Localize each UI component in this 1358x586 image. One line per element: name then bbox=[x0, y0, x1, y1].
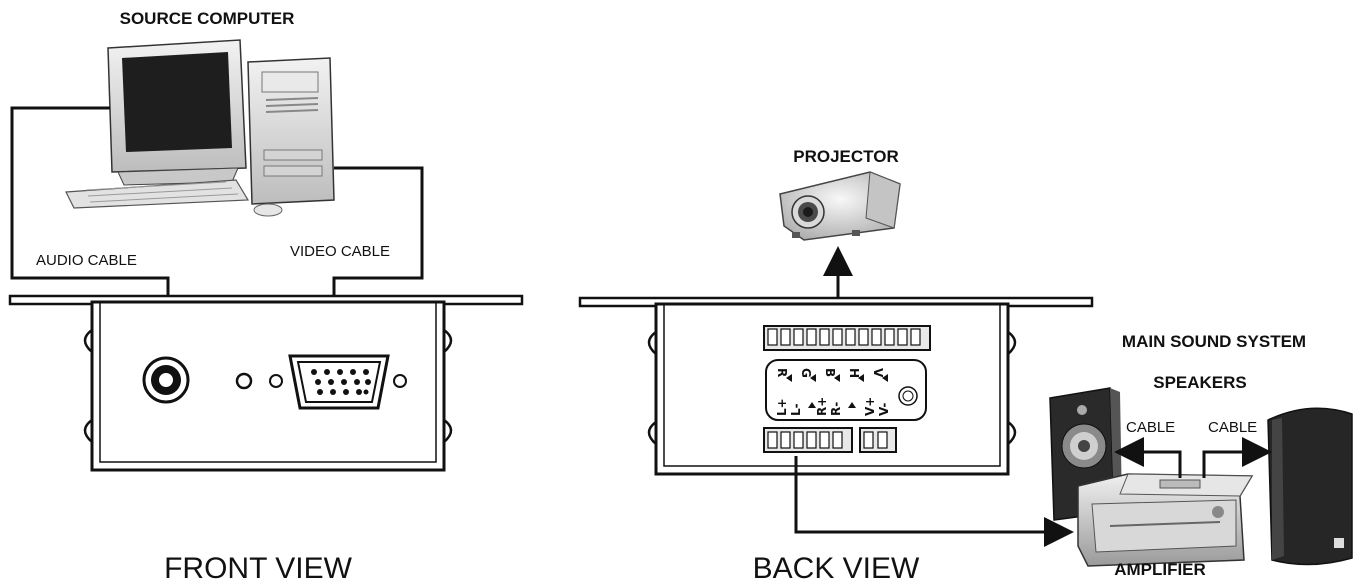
pin-b: B bbox=[823, 368, 837, 377]
right-speaker-cable-line bbox=[1202, 437, 1272, 478]
video-cable-label: VIDEO CABLE bbox=[290, 243, 390, 260]
audio-terminal-block bbox=[763, 427, 853, 453]
left-speaker-cable-line bbox=[1114, 437, 1182, 478]
pin-label-plate bbox=[765, 359, 927, 421]
audio-cable-label: AUDIO CABLE bbox=[36, 252, 137, 269]
left-cable-label: CABLE bbox=[1126, 419, 1175, 436]
power-terminal-block bbox=[859, 427, 897, 453]
indicator-hole bbox=[235, 372, 253, 390]
pin-r-plus: R+ bbox=[815, 397, 829, 416]
video-pin-labels: R G B H V bbox=[775, 368, 888, 382]
pin-v: V bbox=[871, 368, 885, 378]
amplifier-label: AMPLIFIER bbox=[1114, 560, 1206, 579]
projector-label: PROJECTOR bbox=[793, 147, 899, 166]
vga-connector bbox=[288, 354, 390, 410]
front-view-label: FRONT VIEW bbox=[164, 552, 352, 585]
pin-h: H bbox=[847, 368, 861, 378]
pin-v-minus: V- bbox=[877, 403, 891, 416]
right-cable-label: CABLE bbox=[1208, 419, 1257, 436]
back-view-label: BACK VIEW bbox=[753, 552, 920, 585]
audio-pin-labels: L+ L- R+ R- V+ V- bbox=[775, 397, 891, 416]
pin-r: R bbox=[775, 368, 789, 377]
front-panel bbox=[8, 294, 524, 472]
pin-l-minus: L- bbox=[789, 403, 803, 416]
screw-hole-left bbox=[269, 374, 283, 388]
audio-jack bbox=[142, 356, 190, 404]
pin-v-plus: V+ bbox=[863, 397, 877, 416]
speakers-label: SPEAKERS bbox=[1153, 373, 1247, 392]
video-terminal-block bbox=[763, 325, 931, 351]
source-computer-label: SOURCE COMPUTER bbox=[120, 9, 295, 28]
amplifier bbox=[1077, 473, 1254, 567]
pin-r-minus: R- bbox=[829, 402, 843, 416]
projector bbox=[779, 171, 901, 241]
right-speaker bbox=[1267, 407, 1353, 566]
pin-g: G bbox=[799, 368, 813, 378]
source-computer bbox=[65, 39, 335, 217]
screw-hole-right bbox=[393, 374, 407, 388]
pin-l-plus: L+ bbox=[775, 398, 789, 416]
main-sound-system-label: MAIN SOUND SYSTEM bbox=[1122, 332, 1306, 351]
amplifier-cable-line bbox=[794, 456, 1074, 547]
